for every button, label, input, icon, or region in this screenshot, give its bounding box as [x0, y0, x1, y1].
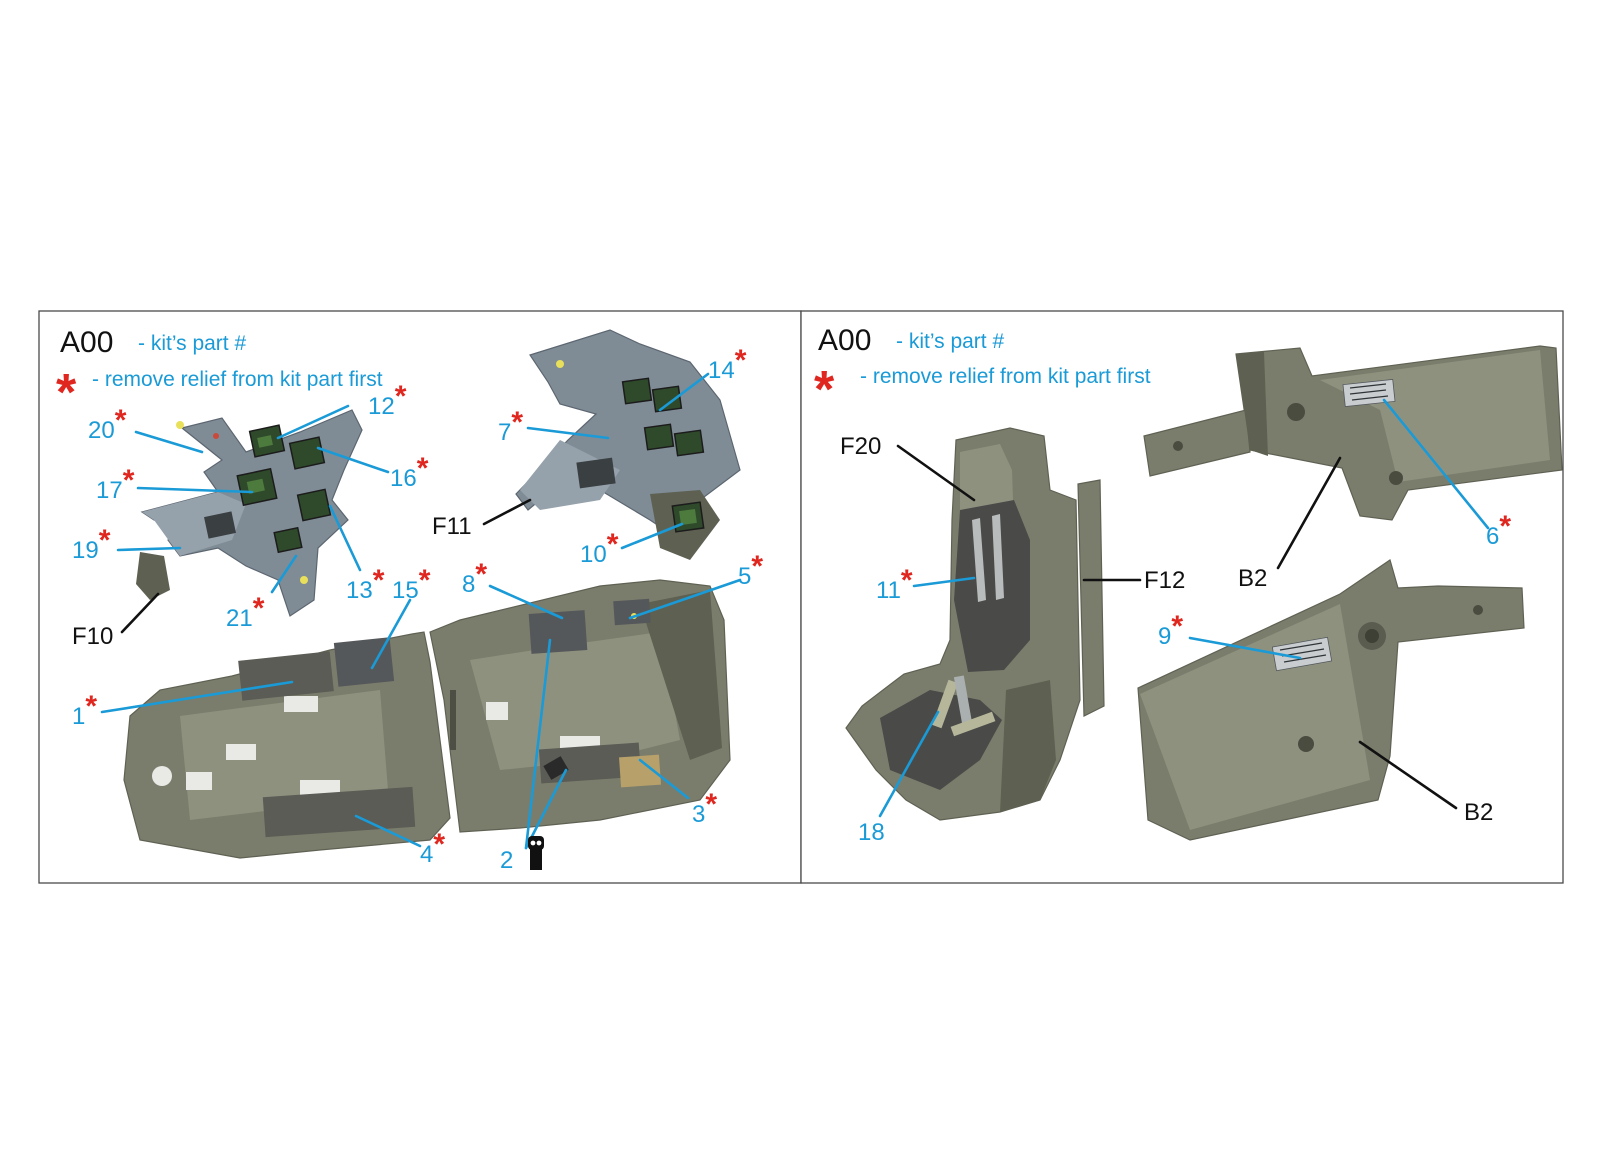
callout-20: 20* [88, 404, 127, 444]
callout-5: 5* [738, 550, 763, 590]
callout-1: 1* [72, 690, 97, 730]
right-legend: A00 - kit’s part # * - remove relief fro… [814, 324, 1151, 419]
instrument-panel-f10 [136, 409, 363, 617]
callout-19: 19* [72, 524, 111, 564]
callout-12: 12* [368, 380, 407, 420]
part-label-b2-lower: B2 [1464, 799, 1493, 826]
legend-code: A00 [818, 324, 871, 357]
part-label-f10: F10 [72, 623, 113, 650]
callout-11: 11* [876, 564, 913, 604]
part-label-f12: F12 [1144, 567, 1185, 594]
left-leaders [100, 372, 742, 850]
callout-3: 3* [692, 788, 717, 828]
cockpit-tub [123, 579, 731, 859]
right-callouts: 11* 18 6* 9* [858, 510, 1511, 846]
callout-10: 10* [580, 528, 619, 568]
legend-star: * [56, 364, 77, 422]
part-label-f11: F11 [432, 513, 472, 540]
callout-15: 15* [392, 564, 431, 604]
callout-13: 13* [346, 564, 385, 604]
ejection-seat [845, 427, 1105, 821]
right-leaders [878, 398, 1490, 818]
left-legend: A00 - kit’s part # * - remove relief fro… [56, 326, 383, 422]
legend-code-desc: - kit’s part # [138, 332, 246, 355]
callout-6: 6* [1486, 510, 1511, 550]
callout-8: 8* [462, 558, 487, 598]
callout-17: 17* [96, 464, 135, 504]
callout-14: 14* [708, 344, 747, 384]
legend-star: * [814, 361, 835, 419]
legend-star-desc: - remove relief from kit part first [92, 368, 383, 391]
left-part-leaders [120, 498, 532, 634]
side-console-lower [1137, 559, 1525, 841]
callout-2: 2 [500, 847, 513, 874]
callout-7: 7* [498, 406, 523, 446]
legend-star-desc: - remove relief from kit part first [860, 365, 1151, 388]
part-label-b2-upper: B2 [1238, 565, 1267, 592]
seatbelt-clip-icon [528, 836, 544, 870]
side-console-upper [1143, 345, 1563, 521]
part-label-f20: F20 [840, 433, 881, 460]
instrument-panel-f11 [515, 329, 741, 560]
left-callouts: 20* 12* 16* 17* 19* 21* 13* 15* 14* 7* 1… [72, 344, 763, 874]
callout-16: 16* [390, 452, 429, 492]
callout-4: 4* [420, 828, 445, 868]
legend-code-desc: - kit’s part # [896, 330, 1004, 353]
callout-9: 9* [1158, 610, 1183, 650]
legend-code: A00 [60, 326, 113, 359]
callout-18: 18 [858, 819, 885, 846]
callout-21: 21* [226, 592, 265, 632]
